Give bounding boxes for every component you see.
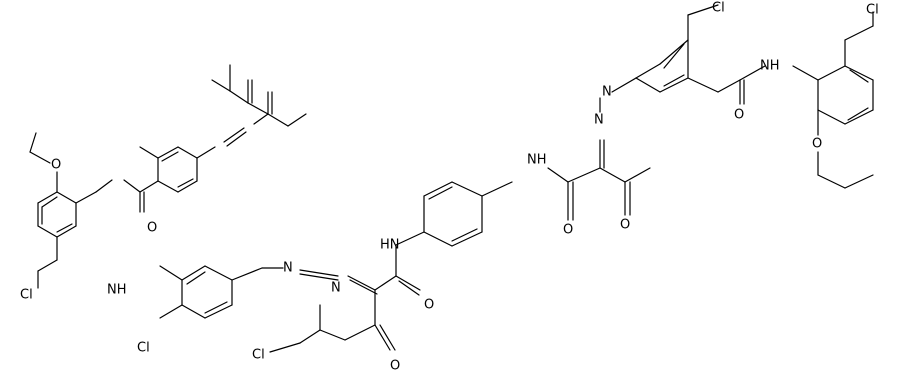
atom-label-amide-oxygen-central-right: O [563, 223, 573, 238]
atom-label-keto-oxygen-right: O [620, 218, 630, 233]
atom-label-aryl-chloride-right: Cl [712, 1, 725, 16]
central-left-hydrazone [269, 275, 396, 353]
right-ethoxy-group [817, 109, 874, 189]
atom-label-amide-oxygen-central-left: O [424, 298, 434, 313]
atom-label-amide-nh-left: NH [107, 283, 127, 298]
left-chlorobenzamide-ring [157, 146, 198, 193]
central-left-amide [374, 244, 421, 296]
atom-label-amide-nh-central-left: HN [380, 238, 400, 253]
atom-label-azo-n1-right: N [594, 113, 604, 128]
atom-label-azo-n2-right: N [602, 85, 612, 100]
atom-label-azo-n2-left: N [331, 281, 341, 296]
atom-label-ether-oxygen-right: O [812, 137, 822, 152]
left-keto-amide-chain [211, 64, 307, 127]
left-amide-group [75, 179, 159, 213]
left-chloromethyl-group [37, 236, 58, 289]
right-azo-linkage [599, 77, 637, 113]
atom-label-amide-nh-right: NH [760, 59, 780, 74]
lower-left-benzamide-ring [159, 265, 263, 319]
atom-label-ether-oxygen-left: O [51, 158, 61, 173]
atom-label-aryl-chloride-left: Cl [137, 341, 150, 356]
atom-label-keto-oxygen-left: O [390, 359, 400, 374]
right-aryl-ring [792, 65, 874, 125]
central-right-hydrazone [599, 139, 651, 216]
left-aryl-ring [37, 191, 77, 238]
central-phenylene-ring [395, 181, 513, 247]
atom-label-azo-n1-left: N [283, 261, 293, 276]
atom-label-amide-oxygen-left: O [147, 221, 157, 236]
left-azo-linkage [196, 113, 269, 159]
right-chlorobenzamide-ring [635, 4, 719, 93]
atom-label-amide-nh-central-right: NH [527, 153, 547, 168]
right-amide-group [687, 65, 766, 105]
left-ethoxy-group [29, 132, 58, 193]
right-chloromethyl-group [844, 11, 874, 67]
atom-label-chloromethyl-left: Cl [20, 288, 33, 303]
atom-label-amide-oxygen-right: O [734, 108, 744, 123]
atom-label-alkyl-chloride: Cl [252, 348, 265, 363]
left-chlorobenzamide-azo-to-hydrazone [261, 267, 339, 281]
left-aryl-chloride [139, 146, 159, 159]
atom-label-chloromethyl-right: Cl [866, 3, 879, 18]
central-right-amide [547, 167, 601, 221]
